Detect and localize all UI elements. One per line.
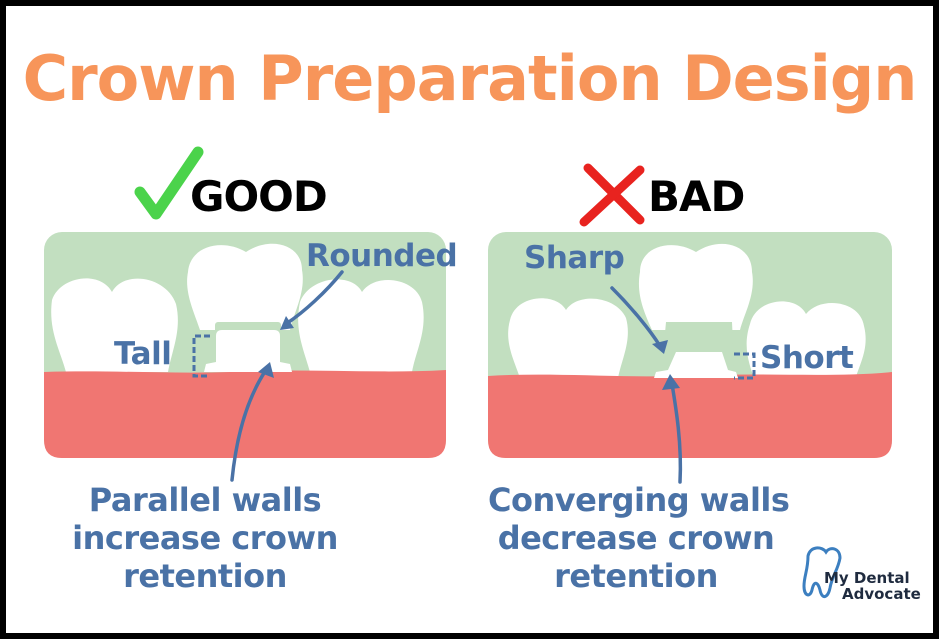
tooth-logo-icon xyxy=(802,546,842,598)
rounded-label: Rounded xyxy=(306,238,458,274)
right-neighbor-tooth xyxy=(298,279,424,372)
check-icon xyxy=(134,146,204,220)
left-neighbor-tooth xyxy=(51,278,178,372)
good-panel xyxy=(44,232,446,482)
gum xyxy=(488,372,892,458)
crown-tooth xyxy=(638,243,753,330)
bad-caption: Converging walls decrease crown retentio… xyxy=(488,481,790,595)
short-label: Short xyxy=(760,340,854,376)
tall-label: Tall xyxy=(114,336,172,372)
crown-tooth xyxy=(187,243,303,330)
good-caption-line: retention xyxy=(123,556,287,595)
good-caption: Parallel walls increase crown retention xyxy=(70,481,340,595)
right-neighbor-tooth xyxy=(746,301,866,384)
short-bracket xyxy=(734,352,756,380)
left-neighbor-tooth xyxy=(508,298,628,378)
bad-panel xyxy=(488,232,892,484)
short-prep xyxy=(654,352,738,378)
brand-logo: My Dental Advocate xyxy=(824,570,921,602)
sharp-label: Sharp xyxy=(524,240,625,276)
tall-prep xyxy=(204,330,292,372)
tall-bracket xyxy=(192,334,210,378)
cross-icon xyxy=(579,163,645,227)
brand-line-2: Advocate xyxy=(842,585,921,603)
bad-heading: BAD xyxy=(648,172,745,221)
brand-line-1: My Dental xyxy=(824,569,910,587)
bad-caption-line: decrease crown xyxy=(497,518,775,557)
page-title: Crown Preparation Design xyxy=(22,42,918,115)
bad-caption-line: Converging walls xyxy=(488,481,790,519)
good-caption-line: Parallel walls xyxy=(88,481,322,519)
bad-caption-line: retention xyxy=(554,556,718,595)
good-caption-line: increase crown xyxy=(72,518,338,557)
good-heading: GOOD xyxy=(190,172,328,221)
